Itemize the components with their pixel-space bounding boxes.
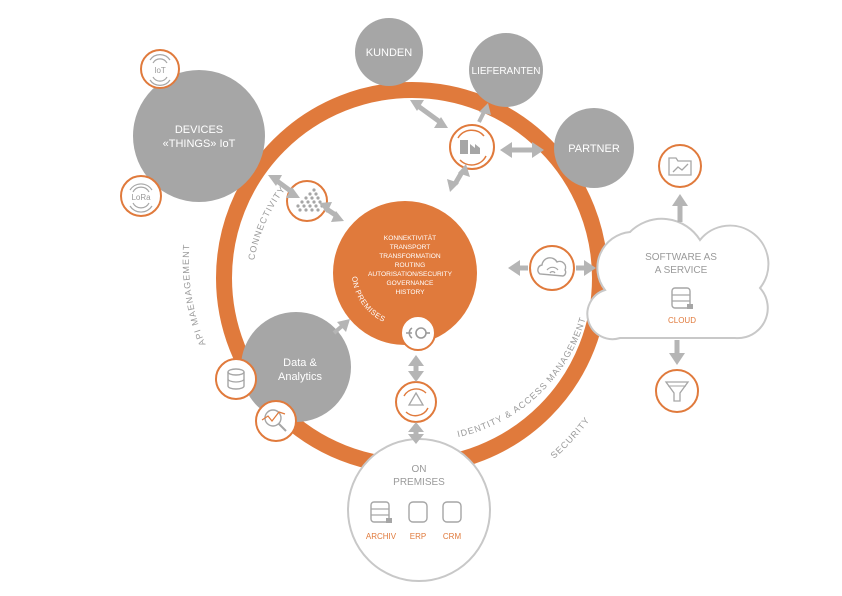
data-analytics-node[interactable]: Data & Analytics [241,312,351,422]
arrow [669,340,685,365]
core-item: ROUTING [395,262,425,269]
server-lock-icon [370,501,392,523]
arrow [508,260,528,276]
plug-icon[interactable] [400,315,436,351]
factory-exchange-icon[interactable] [449,124,495,170]
triangle-cluster-icon[interactable] [286,180,328,222]
crm-label: CRM [443,532,462,541]
crm-icon [442,501,462,523]
erp-icon [408,501,428,523]
core-item: TRANSPORT [390,244,431,251]
arrow [319,202,344,222]
integration-core[interactable] [333,201,477,345]
lieferanten-label: LIEFERANTEN [472,66,541,77]
arrow [268,175,300,198]
filter-funnel-icon[interactable] [655,369,699,413]
saas-label-2: A SERVICE [655,265,708,276]
lieferanten-node[interactable]: LIEFERANTEN [469,33,543,107]
devices-label-2: «THINGS» IoT [163,138,236,150]
saas-cloud-node[interactable]: SOFTWARE AS A SERVICE CLOUD [586,217,770,341]
arrow [410,100,448,128]
arrow [332,319,350,335]
database-icon[interactable] [215,358,257,400]
core-item: GOVERNANCE [387,280,434,287]
arrow [408,422,424,444]
security-label: SECURITY [549,415,592,461]
process-cycle-icon[interactable] [395,381,437,423]
onprem-label-1: ON [412,464,427,475]
cloud-label: CLOUD [668,316,696,325]
wifi-cloud-icon[interactable] [529,245,575,291]
lora-icon[interactable]: LoRa [120,175,162,217]
onprem-label-2: PREMISES [393,477,445,488]
kunden-node[interactable]: KUNDEN [355,18,423,86]
arrow [447,164,470,192]
arrow [408,355,424,382]
partner-node[interactable]: PARTNER [554,108,634,188]
kunden-label: KUNDEN [366,47,413,59]
devices-node[interactable]: DEVICES «THINGS» IoT [133,70,265,202]
chart-folder-icon[interactable] [658,144,702,188]
partner-label: PARTNER [568,143,620,155]
iot-icon[interactable]: IoT [140,49,180,89]
arrow [576,260,596,276]
connectivity-label: CONNECTIVITY [246,184,287,261]
connector-arrows [268,100,688,444]
lora-badge-label: LoRa [131,193,151,202]
data-label-1: Data & [283,357,317,369]
core-capabilities: KONNEKTIVITÄT TRANSPORT TRANSFORMATION R… [368,234,453,296]
core-item: KONNEKTIVITÄT [384,234,436,242]
core-item: TRANSFORMATION [379,253,441,260]
arrow [500,142,544,158]
iot-badge-label: IoT [154,66,166,75]
archiv-label: ARCHIV [366,532,397,541]
on-premises-node[interactable]: ON PREMISES ARCHIV ERP CRM [347,438,491,582]
magnifier-chart-icon[interactable] [255,400,297,442]
devices-label-1: DEVICES [175,124,223,136]
server-lock-icon [671,287,693,309]
data-label-2: Analytics [278,371,323,383]
arrow [477,103,491,123]
core-item: HISTORY [395,289,425,296]
api-management-label: API MAENAGEMENT [181,243,208,347]
arrow [672,194,688,222]
saas-label-1: SOFTWARE AS [645,252,717,263]
erp-label: ERP [410,532,426,541]
core-item: AUTORISATION/SECURITY [368,271,453,278]
